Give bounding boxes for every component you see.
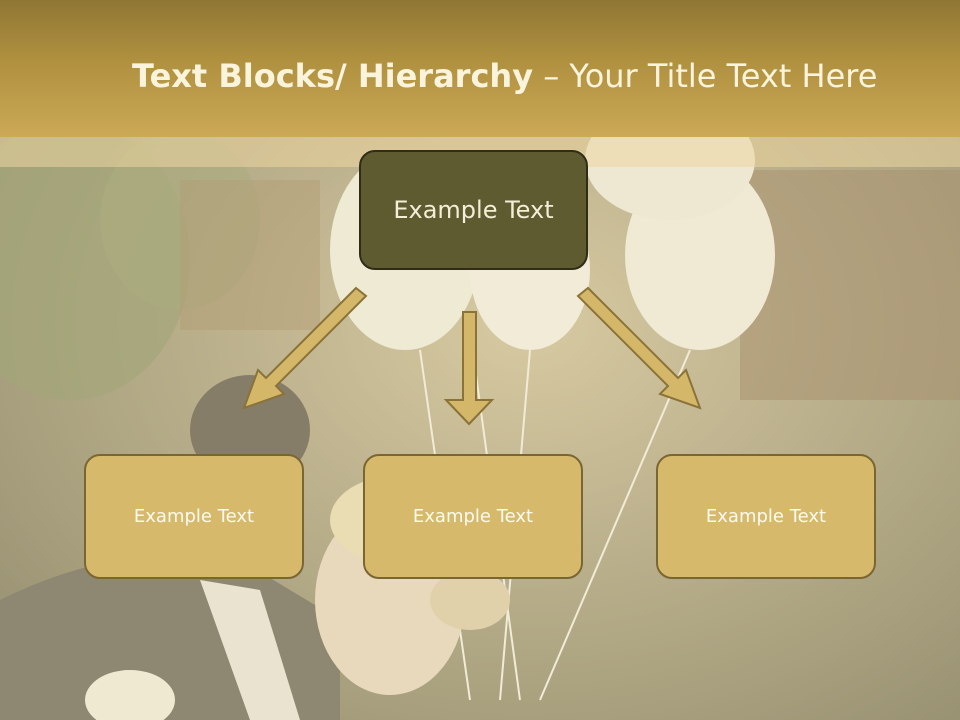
- root-box[interactable]: Example Text: [359, 150, 588, 270]
- slide-title: Text Blocks/ Hierarchy – Your Title Text…: [132, 52, 912, 100]
- slide-title-rest: – Your Title Text Here: [533, 57, 878, 95]
- title-band: [0, 0, 960, 137]
- child-box-right[interactable]: Example Text: [656, 454, 876, 579]
- arrow-middle: [443, 311, 495, 426]
- arrow-left: [242, 286, 368, 410]
- child-box-middle[interactable]: Example Text: [363, 454, 583, 579]
- child-box-left[interactable]: Example Text: [84, 454, 304, 579]
- slide-title-bold: Text Blocks/ Hierarchy: [132, 57, 534, 95]
- arrow-right: [576, 286, 702, 410]
- root-box-label: Example Text: [393, 196, 554, 224]
- child-box-label: Example Text: [133, 506, 255, 527]
- child-box-label: Example Text: [412, 506, 534, 527]
- child-box-label: Example Text: [705, 506, 827, 527]
